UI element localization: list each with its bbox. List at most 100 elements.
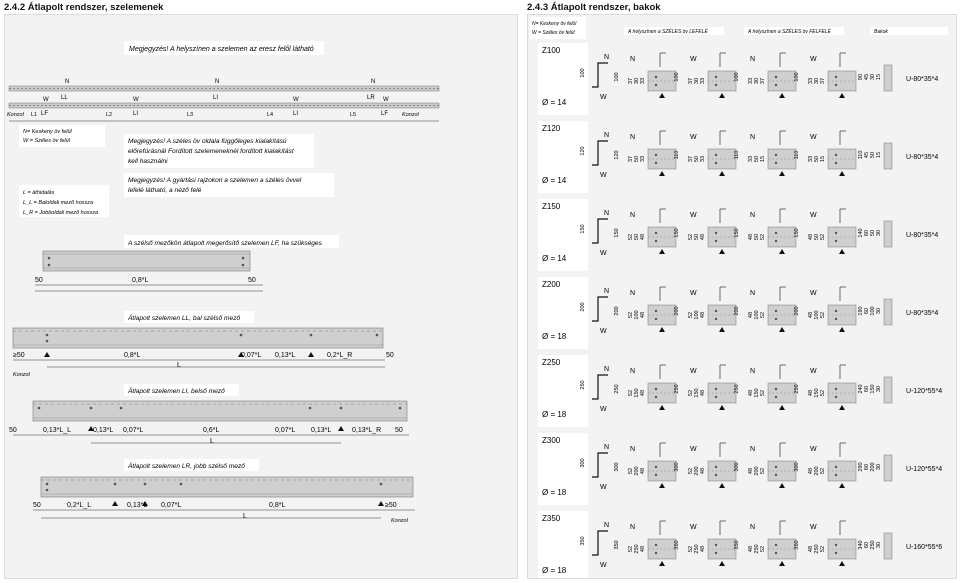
note-2-line: előrefúrásnál Fordított szelemeneknél fo…: [128, 148, 295, 155]
cleat-height: 110: [794, 151, 800, 160]
cleat-dim: 200: [694, 466, 700, 475]
profile-name: Z200: [542, 280, 561, 289]
bak-plate: [883, 376, 893, 404]
cleat-height: 150: [794, 228, 800, 237]
bolt-hole: [654, 309, 658, 313]
bak-dim: 60: [864, 542, 870, 548]
load-arrow-icon: [719, 483, 725, 488]
bolt-hole: [714, 473, 718, 477]
cleat-dim: 33: [748, 156, 754, 162]
col-header-down: A helyszínen a SZÉLES öv LEFELÉ: [627, 28, 709, 35]
cleat-dim: 100: [814, 310, 820, 319]
profile-hole-diameter: Ø = 18: [542, 410, 567, 419]
bak-dim: 30: [876, 542, 882, 548]
bolt-hole: [834, 239, 838, 243]
bak-dim: 45: [864, 74, 870, 80]
row-w: W W W W LF LI LI LF: [8, 97, 440, 117]
bolt-hole: [654, 473, 658, 477]
bak-dim: 60: [864, 230, 870, 236]
load-arrow-icon: [839, 171, 845, 176]
bak-dim: 30: [876, 308, 882, 314]
z-section-icon: [592, 62, 608, 88]
bolt-hole: [714, 309, 718, 313]
profile-height: 200: [580, 302, 586, 311]
span-label: L3: [187, 112, 193, 118]
dim-li: 0,6*L: [203, 427, 219, 434]
w-label: W: [600, 172, 607, 179]
cleat-height: 250: [614, 384, 620, 393]
bolt-hole: [654, 395, 658, 399]
cleat-height: 150: [674, 228, 680, 237]
orientation-label: W: [810, 368, 817, 375]
cleat-dim: 52: [628, 234, 634, 240]
cleat-dim: 30: [694, 78, 700, 84]
cleat-dim: 52: [820, 234, 826, 240]
bolt-hole: [654, 153, 658, 157]
bak-dim: 150: [870, 384, 876, 393]
beam-lf: [42, 250, 251, 272]
n-label: N: [604, 444, 609, 451]
profile-hole-diameter: Ø = 14: [542, 254, 567, 263]
bak-dim: 290: [858, 462, 864, 471]
z-section-icon: [592, 218, 608, 244]
bolt-hole: [714, 395, 718, 399]
cleat-dim: 48: [640, 390, 646, 396]
cleat-dim: 48: [748, 390, 754, 396]
bak-dim: 50: [870, 152, 876, 158]
z-section-icon: [592, 296, 608, 322]
cleat-dim: 50: [694, 156, 700, 162]
profile-name: Z250: [542, 358, 561, 367]
bolt-hole: [654, 317, 658, 321]
w-label: W: [600, 94, 607, 101]
orientation-label: W: [690, 446, 697, 453]
bolt-hole: [714, 387, 718, 391]
caption-lf: A szélső mezőkön átlapolt megerősítő sze…: [127, 240, 323, 247]
dim-li: 0,07*L: [275, 427, 295, 434]
legend-w: W = Széles öv felül: [23, 138, 71, 144]
bak-plate: [883, 220, 893, 248]
dim-li: 50: [395, 427, 403, 434]
profile-card: [538, 121, 588, 193]
cleat-height: 300: [674, 462, 680, 471]
profile-height: 120: [580, 146, 586, 155]
purlin-system-panel: Megjegyzés! A helyszínen a szelemen az e…: [4, 14, 518, 579]
cleat-dim: 250: [694, 544, 700, 553]
bak-dim: 110: [858, 151, 864, 160]
bak-dim: 100: [870, 306, 876, 315]
profile-card: [538, 511, 588, 583]
beam-li: [32, 400, 408, 422]
cleat-dim: 52: [688, 234, 694, 240]
cleat-dim: 48: [640, 468, 646, 474]
orientation-label: N: [630, 56, 635, 63]
cleat-dim: 52: [820, 546, 826, 552]
bolt-hole: [774, 239, 778, 243]
beam-ll: [12, 327, 384, 349]
cleat-dim: 50: [814, 234, 820, 240]
legend-w: W = Széles öv felül: [532, 30, 576, 36]
cleat-height: 300: [734, 462, 740, 471]
bak-label: U-160*55*6: [906, 544, 942, 551]
cleat-dim: 33: [748, 78, 754, 84]
caption-lr: Átlapolt szelemen LR, jobb szélső mező: [127, 461, 245, 470]
bolt-hole: [834, 317, 838, 321]
load-arrow-icon: [839, 405, 845, 410]
bak-dim: 140: [858, 228, 864, 237]
bolt-hole: [774, 551, 778, 555]
load-arrow-icon: [659, 483, 665, 488]
dim-lr: 50: [33, 502, 41, 509]
row-n-label: N: [371, 79, 375, 85]
row-n-span: LL: [61, 95, 68, 101]
orientation-label: N: [750, 56, 755, 63]
w-label: W: [600, 484, 607, 491]
load-arrow-icon: [659, 249, 665, 254]
cleat-height: 100: [794, 72, 800, 81]
bolt-hole: [774, 387, 778, 391]
dim-lf: 50: [35, 277, 43, 284]
cleat-dim: 37: [628, 78, 634, 84]
bolt-hole: [834, 309, 838, 313]
dim-ll: 0,13*L: [275, 352, 295, 359]
profile-height: 300: [580, 458, 586, 467]
legend-n: N= Keskeny öv felül: [532, 21, 577, 27]
